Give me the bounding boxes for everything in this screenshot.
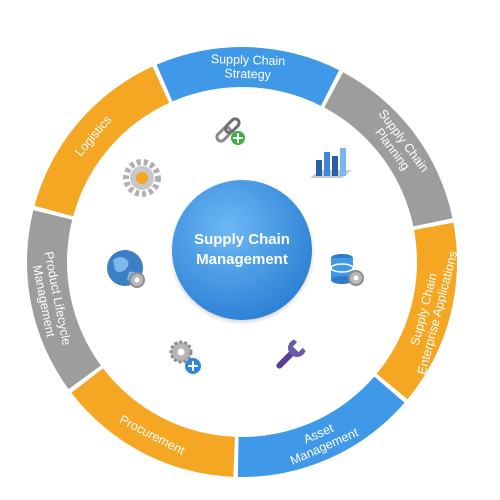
segment-enterprise (376, 222, 458, 400)
database-settings-icon (330, 254, 364, 286)
center-title-line-1: Supply Chain (194, 231, 290, 248)
center-title-line-2: Management (196, 251, 288, 268)
gear-icon (123, 159, 161, 197)
segment-label-line: Strategy (224, 66, 272, 81)
segment-logistics (34, 66, 170, 217)
globe-gear-icon (107, 250, 145, 288)
segment-ring (26, 47, 458, 478)
segment-planning (324, 72, 453, 227)
center-hub: Supply Chain Management (172, 180, 312, 320)
segment-procurement (71, 368, 235, 477)
segment-plm (26, 210, 101, 390)
segment-label-line: Supply Chain (211, 52, 286, 68)
segment-strategy (156, 47, 340, 106)
wrench-icon (276, 339, 306, 369)
segment-asset (237, 376, 405, 478)
gears-add-icon (169, 340, 201, 374)
chain-link-add-icon (215, 117, 245, 145)
bar-chart-icon (310, 148, 352, 178)
center-circle (172, 180, 312, 320)
